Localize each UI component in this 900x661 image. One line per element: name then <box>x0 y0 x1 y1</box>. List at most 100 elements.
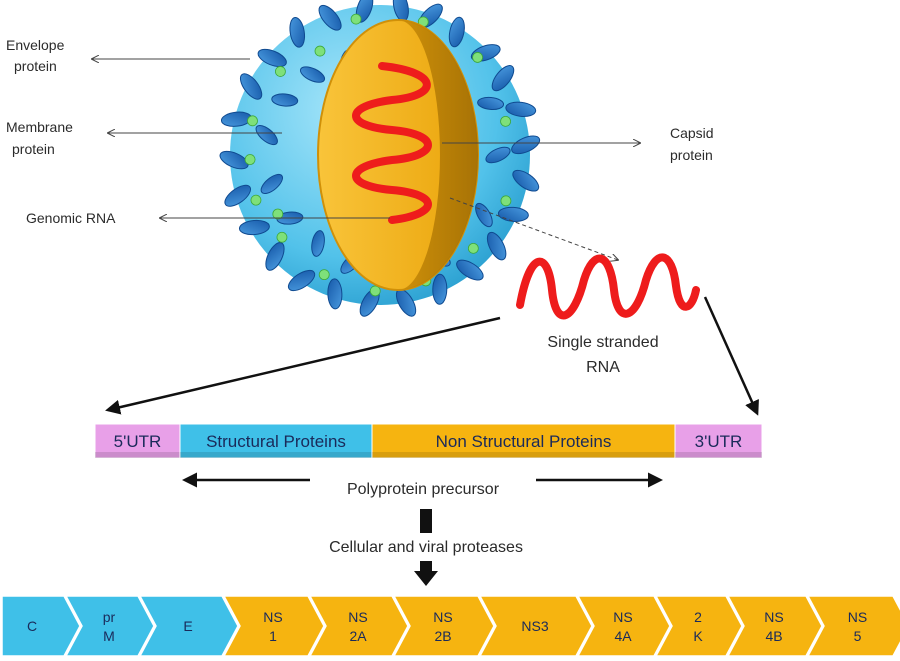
process-arrow-head <box>414 561 438 586</box>
svg-text:Envelope: Envelope <box>6 37 65 53</box>
envelope-spike <box>432 273 448 305</box>
capsid-cut-face <box>398 20 478 290</box>
svg-text:RNA: RNA <box>586 359 620 376</box>
envelope-spike <box>299 66 326 83</box>
envelope-spike <box>260 173 283 195</box>
membrane-dot <box>275 66 286 77</box>
label-ssrna: Single stranded RNA <box>547 334 658 376</box>
genome-segment-label: 3'UTR <box>695 432 743 451</box>
protein-segment: NS 5 <box>806 595 900 657</box>
envelope-spike <box>486 231 507 261</box>
envelope-spike <box>456 259 484 281</box>
svg-text:Membrane: Membrane <box>6 119 73 135</box>
membrane-dot <box>500 115 511 127</box>
membrane-dot <box>250 194 262 206</box>
envelope-spike <box>485 146 511 164</box>
envelope-spike <box>497 206 529 222</box>
protein-segment-label: 4B <box>765 628 782 644</box>
protein-segment-label: pr <box>103 609 116 625</box>
protein-segment-label: NS <box>433 609 452 625</box>
protein-segment-label: NS <box>613 609 632 625</box>
protein-segment-label: 2 <box>694 609 702 625</box>
arrow-to-3utr <box>703 296 759 416</box>
membrane-dot <box>500 195 512 207</box>
genome-segment-label: Non Structural Proteins <box>436 432 612 451</box>
envelope-spike <box>511 135 541 155</box>
genome-segment: 5'UTR <box>94 423 181 459</box>
envelope-spike <box>289 16 306 48</box>
protein-segment-label: C <box>27 618 37 634</box>
label-membrane-protein: Membrane protein <box>6 119 282 157</box>
proteases-label: Cellular and viral proteases <box>329 539 523 556</box>
genome-segment-label: Structural Proteins <box>206 432 346 451</box>
protein-segment-label: NS <box>348 609 367 625</box>
envelope-spike <box>491 65 515 92</box>
protein-segment-label: NS <box>848 609 867 625</box>
genome-bar: 5'UTR Structural Proteins Non Structural P… <box>94 423 763 459</box>
dashed-arrow-to-ssrna <box>449 197 618 260</box>
envelope-spike <box>327 278 343 310</box>
protein-segment: NS 2B <box>392 595 495 657</box>
genome-segment: Structural Proteins <box>179 423 373 459</box>
membrane-dot <box>272 208 284 220</box>
single-stranded-rna <box>516 253 700 320</box>
membrane-dot <box>350 13 362 25</box>
membrane-dots <box>244 13 512 297</box>
membrane-dot <box>314 45 326 57</box>
envelope-spike <box>505 101 537 117</box>
protein-segment: E <box>138 595 239 657</box>
protein-segment: prM <box>64 595 155 657</box>
envelope-spike <box>287 269 316 292</box>
protein-segment-label: K <box>693 628 703 644</box>
svg-text:protein: protein <box>12 141 55 157</box>
svg-text:protein: protein <box>14 58 57 74</box>
membrane-dot <box>244 154 256 165</box>
envelope-spike <box>448 16 465 48</box>
genome-segment: Non Structural Proteins <box>371 423 676 459</box>
protein-segment-label: E <box>183 618 192 634</box>
envelope-spike <box>265 242 285 271</box>
protein-segment: NS3 <box>478 595 593 657</box>
protein-segment-label: NS <box>263 609 282 625</box>
polyprotein-label: Polyprotein precursor <box>347 481 500 498</box>
protein-segment-label: 1 <box>269 628 277 644</box>
envelope-spike <box>318 4 342 31</box>
envelope-spike <box>255 124 278 146</box>
label-capsid-protein: Capsid protein <box>442 125 714 163</box>
arrow-to-5utr <box>105 316 501 415</box>
membrane-dot <box>472 52 483 63</box>
protein-segment: 2K <box>654 595 743 657</box>
envelope-spike <box>224 184 252 207</box>
svg-text:Genomic RNA: Genomic RNA <box>26 210 116 226</box>
envelope-spike <box>512 169 540 192</box>
membrane-dot <box>369 285 381 297</box>
protein-segment: NS 1 <box>222 595 325 657</box>
membrane-dot <box>247 115 258 127</box>
protein-segment-label: 2B <box>434 628 451 644</box>
svg-text:protein: protein <box>670 147 713 163</box>
genomic-rna <box>352 62 432 224</box>
genome-segment-label: 5'UTR <box>114 432 162 451</box>
svg-text:Single stranded: Single stranded <box>547 334 658 351</box>
envelope-spike <box>477 96 505 111</box>
genome-segment: 3'UTR <box>674 423 763 459</box>
envelope-spike <box>257 48 287 68</box>
membrane-dot <box>318 269 330 281</box>
membrane-dot <box>276 231 288 243</box>
process-arrow-stem <box>420 509 432 533</box>
envelope-spike <box>271 93 299 107</box>
label-genomic-rna: Genomic RNA <box>26 210 390 226</box>
membrane-dot <box>467 242 479 254</box>
protein-segment: C <box>1 595 81 657</box>
protein-segment-label: NS3 <box>521 618 548 634</box>
envelope-spike <box>219 150 249 170</box>
protein-segment: NS 4B <box>726 595 823 657</box>
envelope-spike <box>311 230 325 257</box>
svg-text:Capsid: Capsid <box>670 125 714 141</box>
protein-segment-label: NS <box>764 609 783 625</box>
protein-segment-label: 5 <box>854 628 862 644</box>
